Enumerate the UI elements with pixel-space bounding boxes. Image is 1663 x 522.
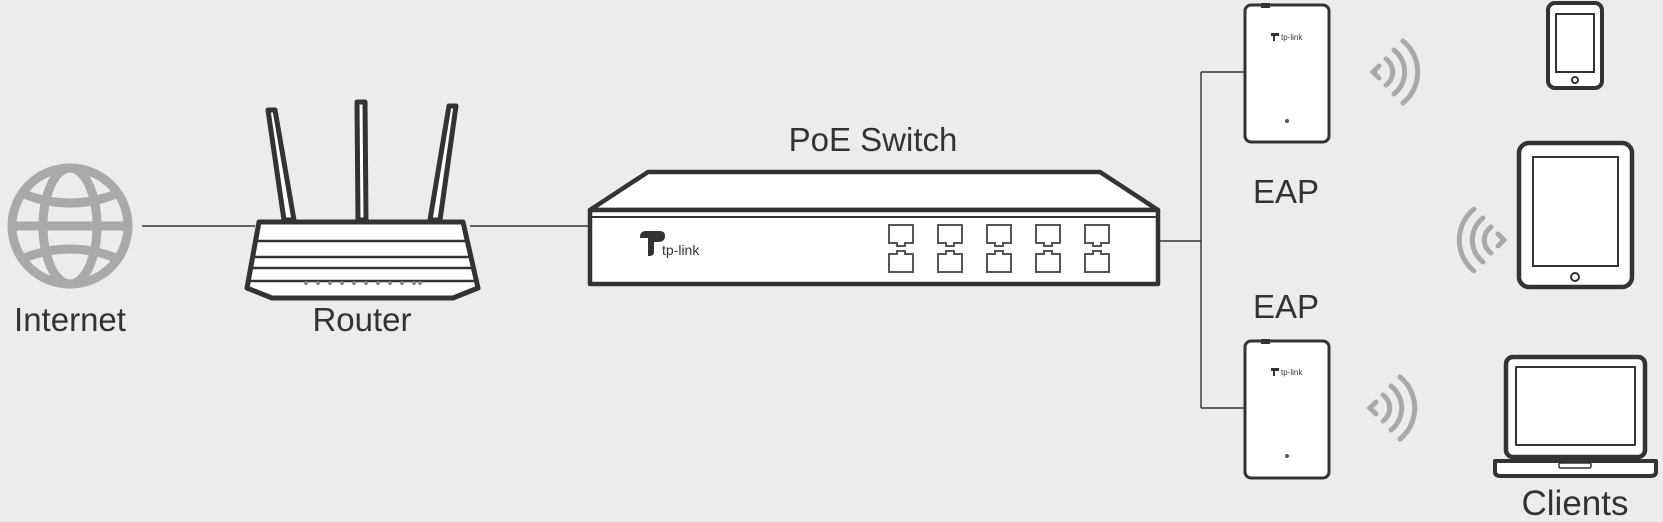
tablet-icon	[1516, 140, 1635, 290]
router-body	[244, 219, 481, 301]
wifi-signal-icon	[1369, 38, 1421, 106]
switch-port	[1084, 250, 1110, 273]
router-status-leds	[304, 281, 422, 285]
router-label: Router	[312, 301, 411, 338]
eap-top-label: EAP	[1253, 173, 1319, 210]
wifi-signal-icon	[1366, 374, 1418, 442]
router-icon	[244, 99, 481, 301]
switch-port	[888, 250, 914, 273]
internet-label: Internet	[14, 301, 126, 338]
poe-switch-label: PoE Switch	[789, 121, 958, 158]
switch-icon	[587, 169, 1161, 287]
clients-label: Clients	[1522, 484, 1629, 522]
tp-link-logo-icon	[640, 231, 665, 256]
wifi-signal-icon	[1456, 206, 1508, 274]
switch-top-panel	[587, 169, 1161, 213]
switch-port	[1035, 250, 1061, 273]
access-point-icon: tp-link	[1243, 339, 1331, 480]
eap-bottom-label: EAP	[1253, 288, 1319, 325]
switch-port	[986, 224, 1012, 247]
eap-top-body	[1243, 3, 1331, 144]
switch-logo-text: tp-link	[662, 242, 700, 258]
switch-ports	[888, 224, 1110, 273]
switch-port	[1035, 224, 1061, 247]
switch-logo: tp-link	[640, 231, 700, 258]
switch-port	[1084, 224, 1110, 247]
cables	[142, 71, 1245, 409]
switch-port	[937, 224, 963, 247]
router-antenna-center	[354, 99, 369, 223]
switch-port	[937, 250, 963, 273]
eap-top-logo-text: tp-link	[1281, 33, 1303, 42]
globe-icon	[7, 163, 133, 289]
eap-bottom-body	[1243, 339, 1331, 480]
switch-port	[986, 250, 1012, 273]
eap-bottom-logo-text: tp-link	[1281, 368, 1303, 377]
access-point-icon: tp-link	[1243, 3, 1331, 144]
router-antenna-right	[427, 103, 459, 223]
switch-port	[888, 224, 914, 247]
laptop-icon	[1493, 354, 1658, 478]
router-antenna-left	[265, 107, 297, 223]
switch-front-panel	[587, 207, 1161, 287]
smartphone-icon	[1546, 1, 1604, 90]
